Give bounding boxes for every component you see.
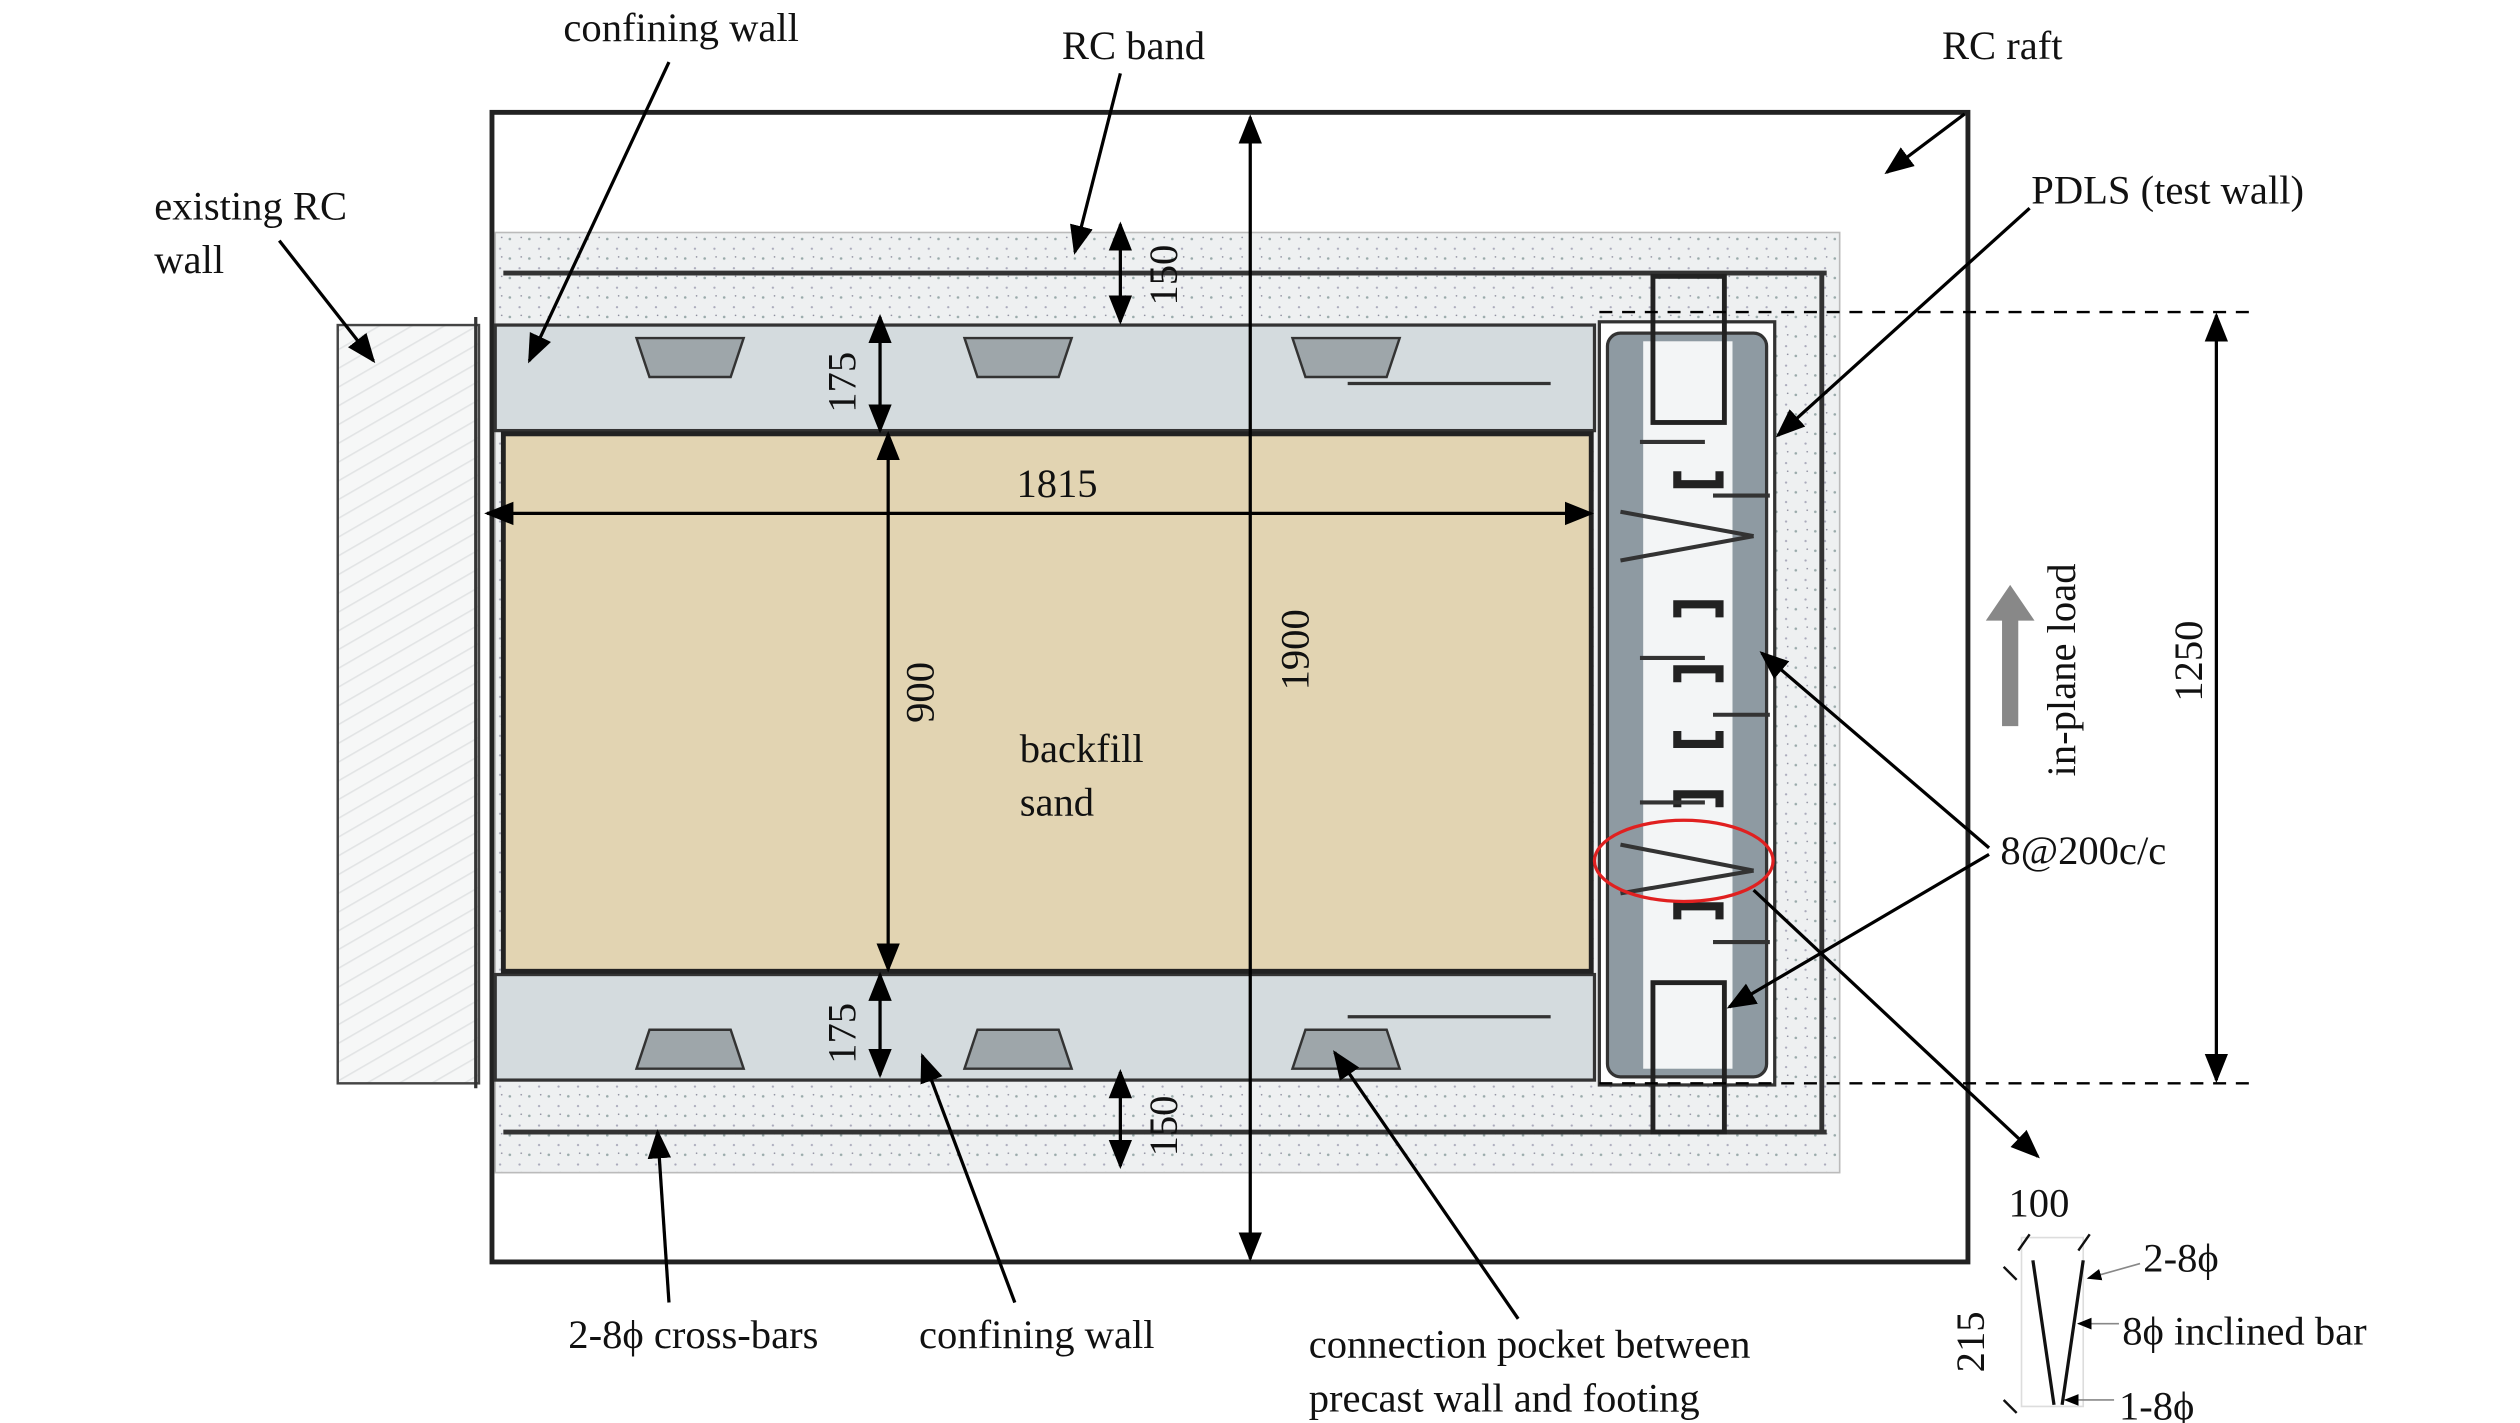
detail-bottom-bar: 1-8ϕ — [2119, 1383, 2194, 1423]
pockets — [634, 336, 1402, 1070]
label-rc-band: RC band — [1062, 23, 1205, 68]
label-bar-spacing: 8@200c/c — [2000, 828, 2166, 873]
detail-top-bars: 2-8ϕ — [2143, 1236, 2218, 1281]
in-plane-load-arrow-icon — [1985, 584, 2035, 727]
label-rc-raft: RC raft — [1942, 23, 2063, 68]
label-pocket: connection pocket between — [1309, 1322, 1751, 1367]
label-pocket-2: precast wall and footing — [1309, 1375, 1700, 1420]
dimension-lines — [484, 114, 2229, 1262]
label-backfill: backfill — [1020, 726, 1144, 771]
label-in-plane-load: in-plane load — [2039, 563, 2084, 776]
dim-bottom-band: 150 — [1141, 1096, 1186, 1157]
inclined-bar-detail — [2002, 1233, 2141, 1414]
dim-length: 1815 — [1016, 461, 1097, 506]
dim-top-band: 150 — [1141, 245, 1186, 306]
dim-total-width: 1900 — [1273, 609, 1318, 690]
label-confining-wall-top: confining wall — [563, 5, 799, 50]
label-existing-rc-wall: existing RC — [154, 184, 347, 229]
pdls-test-wall — [1597, 273, 1777, 1135]
dim-bottom-wall: 175 — [820, 1003, 865, 1064]
dim-top-wall: 175 — [820, 352, 865, 413]
label-sand: sand — [1020, 779, 1094, 824]
leader-arrows — [278, 61, 2040, 1320]
label-confining-wall-bottom: confining wall — [919, 1312, 1155, 1357]
existing-rc-wall — [336, 323, 481, 1085]
label-pdls: PDLS (test wall) — [2031, 167, 2304, 212]
highlight-ellipse — [1592, 818, 1775, 904]
dim-pdls-length: 1250 — [2166, 621, 2211, 702]
label-existing-rc-wall-2: wall — [154, 237, 224, 282]
detail-width: 100 — [2009, 1180, 2070, 1225]
detail-inclined-bar: 8ϕ inclined bar — [2122, 1309, 2367, 1354]
dim-sand-width: 900 — [898, 662, 943, 723]
detail-height: 215 — [1948, 1311, 1993, 1372]
label-cross-bars: 2-8ϕ cross-bars — [568, 1312, 818, 1357]
